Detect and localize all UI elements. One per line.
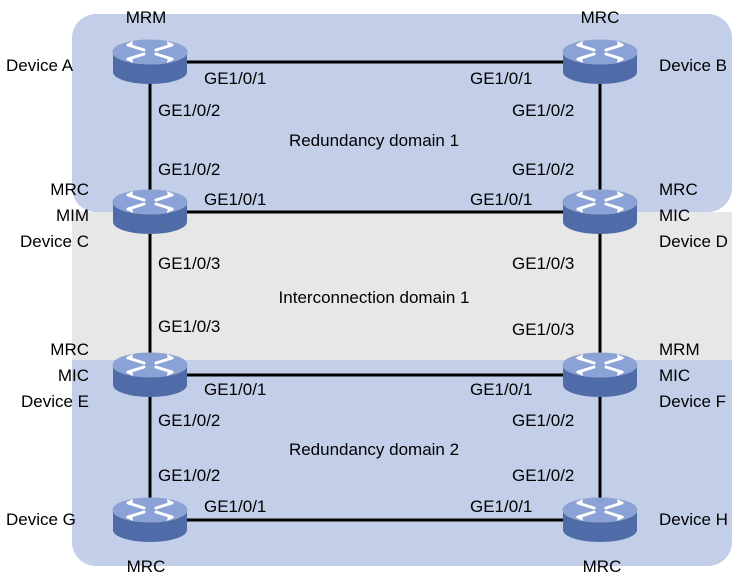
port-f-to-e: GE1/0/1: [470, 380, 533, 399]
port-e-to-f: GE1/0/1: [204, 380, 267, 399]
interconnection-domain-1-region: [72, 212, 732, 360]
port-d-to-f: GE1/0/3: [512, 254, 575, 273]
device-g-role: MRC: [126, 557, 166, 576]
device-e-icon: [111, 351, 189, 399]
port-f-to-h: GE1/0/2: [512, 411, 575, 430]
device-e-role-2: MIC: [57, 366, 89, 385]
device-b-role: MRC: [580, 8, 620, 27]
port-c-to-d: GE1/0/1: [204, 190, 267, 209]
device-d-icon: [561, 188, 639, 236]
redundancy-domain-1-label: Redundancy domain 1: [288, 131, 460, 150]
device-f-role-2: MIC: [659, 366, 691, 385]
port-h-to-f: GE1/0/2: [512, 466, 575, 485]
device-h-role: MRC: [582, 557, 622, 576]
device-f-role-1: MRM: [659, 340, 700, 359]
port-d-to-c: GE1/0/1: [470, 190, 533, 209]
device-f-labels: MRM MIC Device F: [659, 337, 726, 415]
device-c-icon: [111, 188, 189, 236]
device-f-icon: [561, 351, 639, 399]
device-a-name: Device A: [6, 56, 74, 75]
port-a-to-b: GE1/0/1: [204, 69, 267, 88]
device-c-role-2: MIM: [55, 206, 89, 225]
port-a-to-c: GE1/0/2: [158, 101, 221, 120]
device-e-labels: MRC MIC Device E: [21, 337, 89, 415]
port-g-to-h: GE1/0/1: [204, 497, 267, 516]
device-c-role-1: MRC: [50, 180, 89, 199]
redundancy-domain-2-label: Redundancy domain 2: [288, 440, 460, 459]
device-a-role: MRM: [125, 8, 167, 27]
device-h-icon: [561, 496, 639, 544]
device-d-labels: MRC MIC Device D: [659, 177, 728, 255]
port-h-to-g: GE1/0/1: [470, 497, 533, 516]
port-g-to-e: GE1/0/2: [158, 466, 221, 485]
device-f-name: Device F: [659, 392, 727, 411]
port-d-to-b: GE1/0/2: [512, 160, 575, 179]
port-f-to-d: GE1/0/3: [512, 320, 575, 339]
port-b-to-d: GE1/0/2: [512, 101, 575, 120]
device-e-role-1: MRC: [50, 340, 89, 359]
device-h-name: Device H: [659, 510, 728, 529]
device-e-name: Device E: [20, 392, 89, 411]
port-e-to-c: GE1/0/3: [158, 317, 221, 336]
device-g-name: Device G: [6, 510, 76, 529]
port-c-to-e: GE1/0/3: [158, 254, 221, 273]
device-d-role-2: MIC: [659, 206, 691, 225]
device-c-name: Device C: [20, 232, 89, 251]
port-e-to-g: GE1/0/2: [158, 411, 221, 430]
device-a-icon: [111, 38, 189, 86]
device-d-role-1: MRC: [659, 180, 698, 199]
interconnection-domain-1-label: Interconnection domain 1: [278, 288, 470, 307]
port-c-to-a: GE1/0/2: [158, 160, 221, 179]
device-c-labels: MRC MIM Device C: [20, 177, 89, 255]
device-g-icon: [111, 496, 189, 544]
device-b-icon: [561, 38, 639, 86]
device-d-name: Device D: [659, 232, 728, 251]
port-b-to-a: GE1/0/1: [470, 69, 533, 88]
device-b-name: Device B: [659, 56, 728, 75]
